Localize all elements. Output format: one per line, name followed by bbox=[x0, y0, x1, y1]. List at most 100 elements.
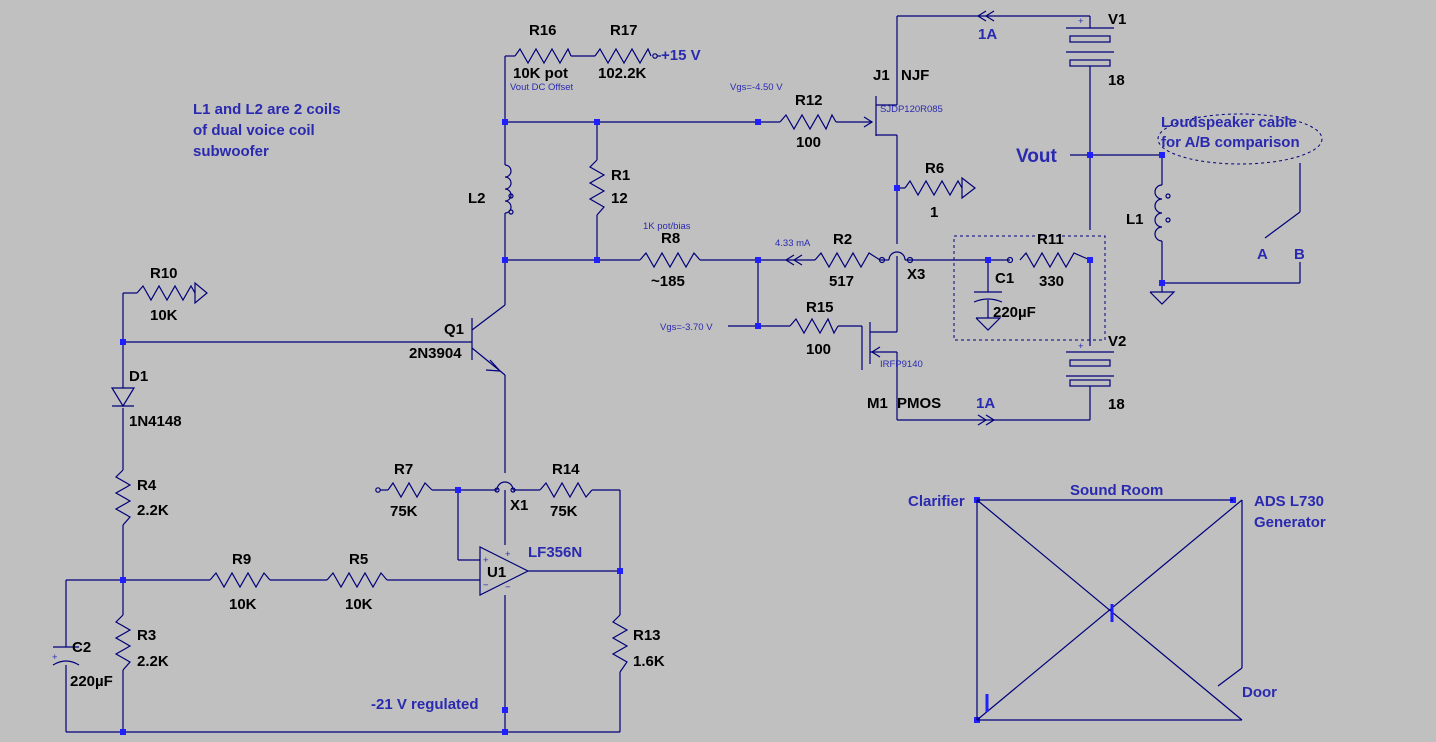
inductor-L1 bbox=[1154, 184, 1163, 248]
wire-crossovers bbox=[496, 251, 906, 491]
resistor-R4 bbox=[114, 469, 132, 526]
speaker-note-2: for A/B comparison bbox=[1161, 134, 1300, 151]
svg-text:+: + bbox=[483, 555, 489, 566]
c1-r11-group-box bbox=[953, 235, 1106, 341]
vgs-j1: Vgs=-4.50 V bbox=[730, 82, 783, 93]
resistor-R1 bbox=[588, 159, 606, 216]
label-C2: C2 bbox=[72, 639, 91, 656]
svg-text:−: − bbox=[505, 582, 511, 593]
label-R7: R7 bbox=[394, 461, 413, 478]
capacitor-C2 bbox=[52, 646, 80, 666]
value-R17: 102.2K bbox=[598, 65, 647, 82]
value-R3: 2.2K bbox=[137, 653, 169, 670]
label-R5: R5 bbox=[349, 551, 368, 568]
speaker-note-1: Loudspeaker cable bbox=[1161, 114, 1297, 131]
current-arrows bbox=[784, 10, 996, 426]
sound-room-diagram bbox=[976, 499, 1243, 721]
part-M1: IRFP9140 bbox=[880, 359, 923, 370]
junctions bbox=[120, 119, 1236, 735]
label-R6: R6 bbox=[925, 160, 944, 177]
label-M1: M1 bbox=[867, 395, 888, 412]
value-C1: 220µF bbox=[993, 304, 1036, 321]
current-label-bottom: 1A bbox=[976, 395, 995, 412]
type-J1: NJF bbox=[901, 67, 929, 84]
label-V1: V1 bbox=[1108, 11, 1126, 28]
value-R1: 12 bbox=[611, 190, 628, 207]
terminal-B: B bbox=[1294, 246, 1305, 263]
label-R9: R9 bbox=[232, 551, 251, 568]
value-R6: 1 bbox=[930, 204, 938, 221]
label-R14: R14 bbox=[552, 461, 580, 478]
value-R8: ~185 bbox=[651, 273, 685, 290]
resistor-R13 bbox=[611, 614, 629, 673]
svg-text:+: + bbox=[52, 652, 58, 663]
value-R12: 100 bbox=[796, 134, 821, 151]
room-label-title: Sound Room bbox=[1070, 482, 1163, 499]
svg-text:−: − bbox=[483, 580, 489, 591]
battery-V2 bbox=[1066, 351, 1114, 387]
inductor-L2 bbox=[504, 164, 512, 223]
npn-Q1 bbox=[471, 304, 506, 376]
value-R2: 517 bbox=[829, 273, 854, 290]
label-L1: L1 bbox=[1126, 211, 1144, 228]
part-U1: LF356N bbox=[528, 544, 582, 561]
value-R13: 1.6K bbox=[633, 653, 665, 670]
room-label-generator-1: ADS L730 bbox=[1254, 493, 1324, 510]
ground-symbols bbox=[194, 176, 1176, 331]
value-C2: 220µF bbox=[70, 673, 113, 690]
note-line-3: subwoofer bbox=[193, 143, 269, 160]
label-R8: R8 bbox=[661, 230, 680, 247]
label-R13: R13 bbox=[633, 627, 661, 644]
resistor-R6 bbox=[904, 179, 963, 197]
note-line-1: L1 and L2 are 2 coils bbox=[193, 101, 341, 118]
svg-text:+: + bbox=[1078, 16, 1084, 27]
value-R4: 2.2K bbox=[137, 502, 169, 519]
value-R15: 100 bbox=[806, 341, 831, 358]
value-R11: 330 bbox=[1039, 273, 1064, 290]
battery-V1 bbox=[1066, 27, 1114, 67]
label-R16: R16 bbox=[529, 22, 557, 39]
vgs-m1: Vgs=-3.70 V bbox=[660, 322, 713, 333]
label-R10: R10 bbox=[150, 265, 178, 282]
svg-text:+: + bbox=[1078, 341, 1084, 352]
value-R14: 75K bbox=[550, 503, 578, 520]
note-R8: 1K pot/bias bbox=[643, 221, 691, 232]
diode-D1 bbox=[110, 385, 136, 408]
label-R11: R11 bbox=[1037, 231, 1064, 248]
value-V1: 18 bbox=[1108, 72, 1125, 89]
label-R3: R3 bbox=[137, 627, 156, 644]
room-label-generator-2: Generator bbox=[1254, 514, 1326, 531]
resistor-R15 bbox=[789, 317, 839, 335]
resistor-R3 bbox=[114, 614, 132, 671]
resistor-R17 bbox=[594, 47, 652, 65]
part-D1: 1N4148 bbox=[129, 413, 182, 430]
label-X3: X3 bbox=[907, 266, 925, 283]
label-V2: V2 bbox=[1108, 333, 1126, 350]
label-X1: X1 bbox=[510, 497, 528, 514]
part-J1: SJDP120R085 bbox=[880, 104, 943, 115]
resistor-R11 bbox=[1019, 251, 1091, 269]
speaker-note-ellipse bbox=[1157, 113, 1323, 165]
label-C1: C1 bbox=[995, 270, 1014, 287]
label-Q1: Q1 bbox=[444, 321, 464, 338]
svg-text:+: + bbox=[505, 549, 511, 560]
label-J1: J1 bbox=[873, 67, 890, 84]
note-line-2: of dual voice coil bbox=[193, 122, 315, 139]
resistor-R2 bbox=[814, 251, 881, 269]
resistor-R16 bbox=[514, 47, 572, 65]
note-R16: Vout DC Offset bbox=[510, 82, 574, 93]
value-R16: 10K pot bbox=[513, 65, 568, 82]
resistor-R8 bbox=[639, 251, 701, 269]
resistor-R9 bbox=[209, 571, 271, 589]
label-R1: R1 bbox=[611, 167, 630, 184]
label-R2: R2 bbox=[833, 231, 852, 248]
room-label-door: Door bbox=[1242, 684, 1277, 701]
supply-label-21v: -21 V regulated bbox=[371, 696, 479, 713]
value-R10: 10K bbox=[150, 307, 178, 324]
value-R9: 10K bbox=[229, 596, 257, 613]
resistor-R14 bbox=[539, 481, 593, 499]
resistor-R7 bbox=[387, 481, 433, 499]
type-M1: PMOS bbox=[897, 395, 941, 412]
resistor-R12 bbox=[779, 113, 837, 131]
